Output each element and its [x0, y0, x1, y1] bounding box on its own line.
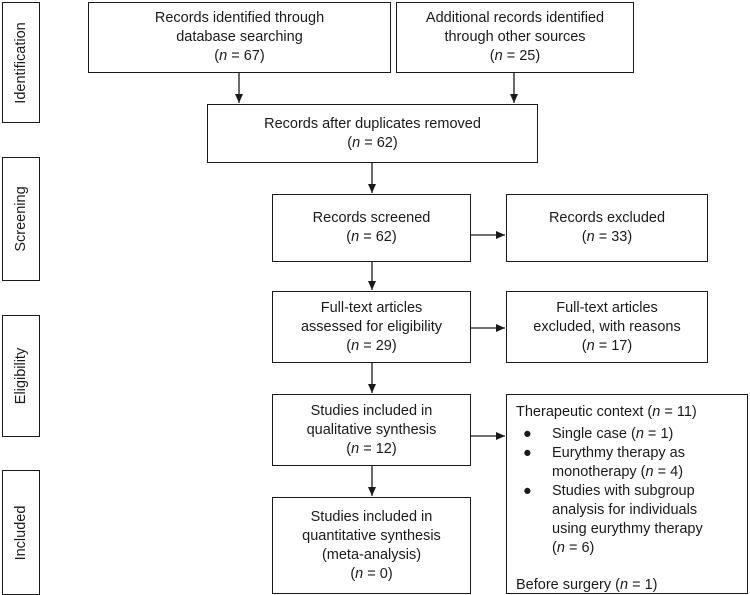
count: (n = 12) — [346, 440, 397, 457]
box-records-screened: Records screened (n = 62) — [272, 194, 471, 262]
box-fulltext-excluded: Full-text articles excluded, with reason… — [506, 291, 708, 363]
panel-header: Therapeutic context (n = 11) — [516, 404, 697, 420]
count: (n = 25) — [489, 48, 541, 64]
count: (n = 33) — [581, 229, 633, 245]
count: (n = 29) — [346, 337, 397, 354]
list-item: ● Single case (n = 1) — [523, 426, 674, 442]
count: (n = 17) — [581, 337, 633, 354]
box-qualitative-synthesis: Studies included in qualitative synthesi… — [272, 394, 471, 466]
therapeutic-context-panel: Therapeutic context (n = 11) ● Single ca… — [506, 394, 748, 594]
box-fulltext-assessed: Full-text articles assessed for eligibil… — [272, 291, 471, 363]
count: (n = 62) — [346, 229, 397, 245]
box-database-searching: Records identified through database sear… — [88, 2, 391, 73]
box-after-duplicates: Records after duplicates removed (n = 62… — [207, 104, 538, 163]
stage-eligibility: Eligibility — [2, 315, 40, 437]
box-other-sources: Additional records identified through ot… — [396, 2, 634, 73]
bullet-icon: ● — [523, 483, 532, 499]
count: (n = 62) — [347, 134, 398, 151]
stage-identification: Identification — [2, 2, 40, 123]
box-records-excluded: Records excluded (n = 33) — [506, 194, 708, 262]
count: (n = 0) — [350, 565, 393, 582]
bullet-icon: ● — [523, 426, 532, 442]
count: (n = 67) — [214, 48, 265, 64]
box-quantitative-synthesis: Studies included in quantitative synthes… — [272, 497, 471, 594]
bullet-icon: ● — [523, 445, 532, 461]
stage-screening: Screening — [2, 157, 40, 281]
panel-footer: Before surgery (n = 1) — [516, 577, 658, 593]
stage-included: Included — [2, 470, 40, 595]
context-list: ● Single case (n = 1) ● Eurythmy therapy… — [516, 425, 739, 558]
